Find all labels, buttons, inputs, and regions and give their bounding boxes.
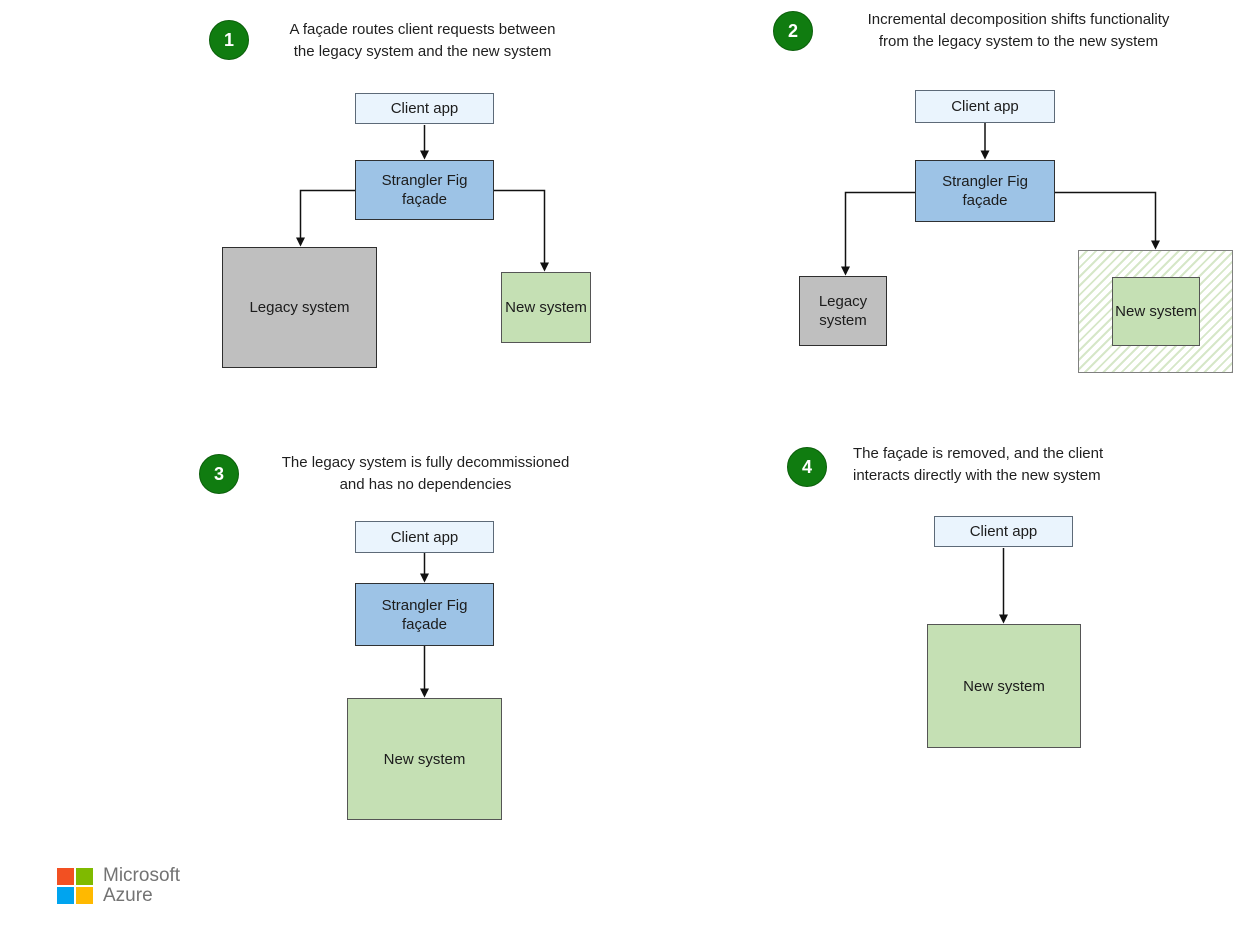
client-app-box-2: Client app	[915, 90, 1055, 123]
client-app-label-3: Client app	[390, 528, 459, 546]
step-2-caption-line1: Incremental decomposition shifts functio…	[867, 11, 1170, 28]
strangler-facade-label-3: Strangler Fig façade	[381, 596, 468, 633]
step-2-badge: 2	[773, 11, 813, 51]
client-app-box-4: Client app	[934, 516, 1073, 547]
new-system-label-4: New system	[963, 677, 1045, 695]
legacy-system-label-1: Legacy system	[249, 299, 350, 316]
step-1-badge: 1	[209, 20, 249, 60]
step-2-caption: Incremental decomposition shifts functio…	[826, 9, 1211, 52]
microsoft-azure-logo: Microsoft Azure	[57, 866, 180, 906]
new-system-box-1: New system	[501, 272, 591, 343]
step-1-caption-line1: A façade routes client requests between	[289, 21, 556, 38]
strangler-facade-box-2: Strangler Fig façade	[915, 160, 1055, 222]
connector-facade-to-new-1	[494, 189, 549, 272]
client-app-label-2: Client app	[951, 98, 1019, 115]
step-3-caption-line1: The legacy system is fully decommissione…	[281, 454, 570, 471]
brand-text: Microsoft Azure	[103, 866, 180, 906]
client-app-box-1: Client app	[355, 93, 494, 124]
new-system-box-2: New system	[1112, 277, 1200, 346]
connector-facade-to-legacy-2	[841, 191, 915, 276]
step-4-caption: The façade is removed, and the client in…	[853, 443, 1183, 486]
client-app-label-4: Client app	[969, 523, 1038, 540]
brand-microsoft: Microsoft	[103, 865, 181, 886]
strangler-facade-label-1: Strangler Fig façade	[381, 172, 468, 208]
brand-azure: Azure	[103, 885, 153, 906]
step-4-number: 4	[801, 456, 812, 477]
step-4-caption-line2: interacts directly with the new system	[853, 466, 1101, 484]
step-3-number: 3	[213, 463, 224, 484]
step-2-number: 2	[787, 20, 798, 41]
new-system-box-4: New system	[927, 624, 1081, 748]
legacy-system-box-2: Legacy system	[799, 276, 887, 346]
legacy-system-box-1: Legacy system	[222, 247, 377, 368]
step-3-caption: The legacy system is fully decommissione…	[233, 452, 618, 495]
ms-square-blue	[57, 887, 74, 904]
step-4-caption-line1: The façade is removed, and the client	[853, 445, 1104, 462]
new-system-label-1: New system	[505, 299, 587, 316]
client-app-label-1: Client app	[390, 100, 459, 117]
new-system-label-2: New system	[1115, 303, 1197, 320]
ms-square-yellow	[76, 887, 93, 904]
new-system-box-3: New system	[347, 698, 502, 820]
client-app-box-3: Client app	[355, 521, 494, 553]
step-1-caption-line2: the legacy system and the new system	[293, 42, 552, 60]
legacy-system-label-2: Legacy system	[818, 293, 868, 329]
ms-square-red	[57, 868, 74, 885]
step-1-number: 1	[223, 29, 234, 50]
step-2-caption-line2: from the legacy system to the new system	[878, 32, 1159, 50]
connector-facade-to-new-2	[1055, 191, 1160, 250]
ms-square-green	[76, 868, 93, 885]
step-3-badge: 3	[199, 454, 239, 494]
step-3-caption-line2: and has no dependencies	[339, 475, 512, 493]
step-4-badge: 4	[787, 447, 827, 487]
strangler-facade-box-1: Strangler Fig façade	[355, 160, 494, 220]
step-1-caption: A façade routes client requests between …	[230, 19, 615, 62]
strangler-facade-label-2: Strangler Fig façade	[942, 173, 1028, 209]
microsoft-logo-icon	[57, 868, 93, 904]
new-system-label-3: New system	[383, 750, 466, 768]
strangler-facade-box-3: Strangler Fig façade	[355, 583, 494, 646]
connector-facade-to-legacy-1	[296, 189, 355, 247]
